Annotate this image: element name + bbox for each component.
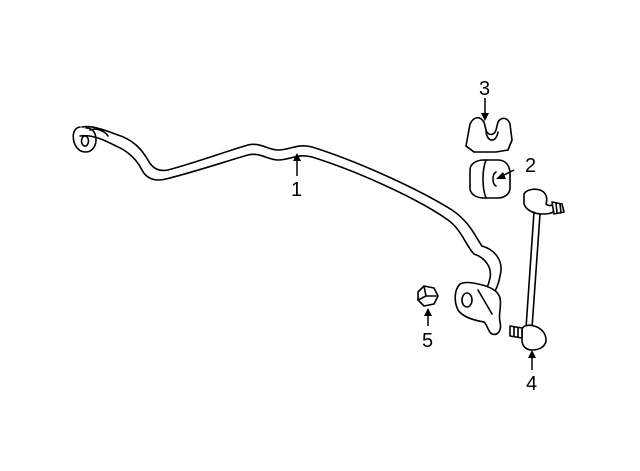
bushing[interactable]: [469, 159, 511, 199]
callout-3: 3: [479, 78, 490, 100]
callout-arrow-3: [481, 98, 489, 121]
stabilizer-bar[interactable]: [72, 125, 502, 336]
callout-2: 2: [525, 155, 536, 177]
callout-4: 4: [526, 373, 537, 395]
stabilizer-link[interactable]: [509, 188, 565, 351]
callout-arrow-5: [424, 308, 432, 326]
nut[interactable]: [417, 285, 439, 307]
bushing-bracket[interactable]: [465, 116, 513, 153]
callout-5: 5: [422, 330, 433, 352]
callout-arrow-4: [528, 350, 536, 370]
callout-arrow-2: [496, 169, 515, 179]
callout-arrow-1: [293, 153, 301, 176]
callout-1: 1: [291, 179, 302, 201]
